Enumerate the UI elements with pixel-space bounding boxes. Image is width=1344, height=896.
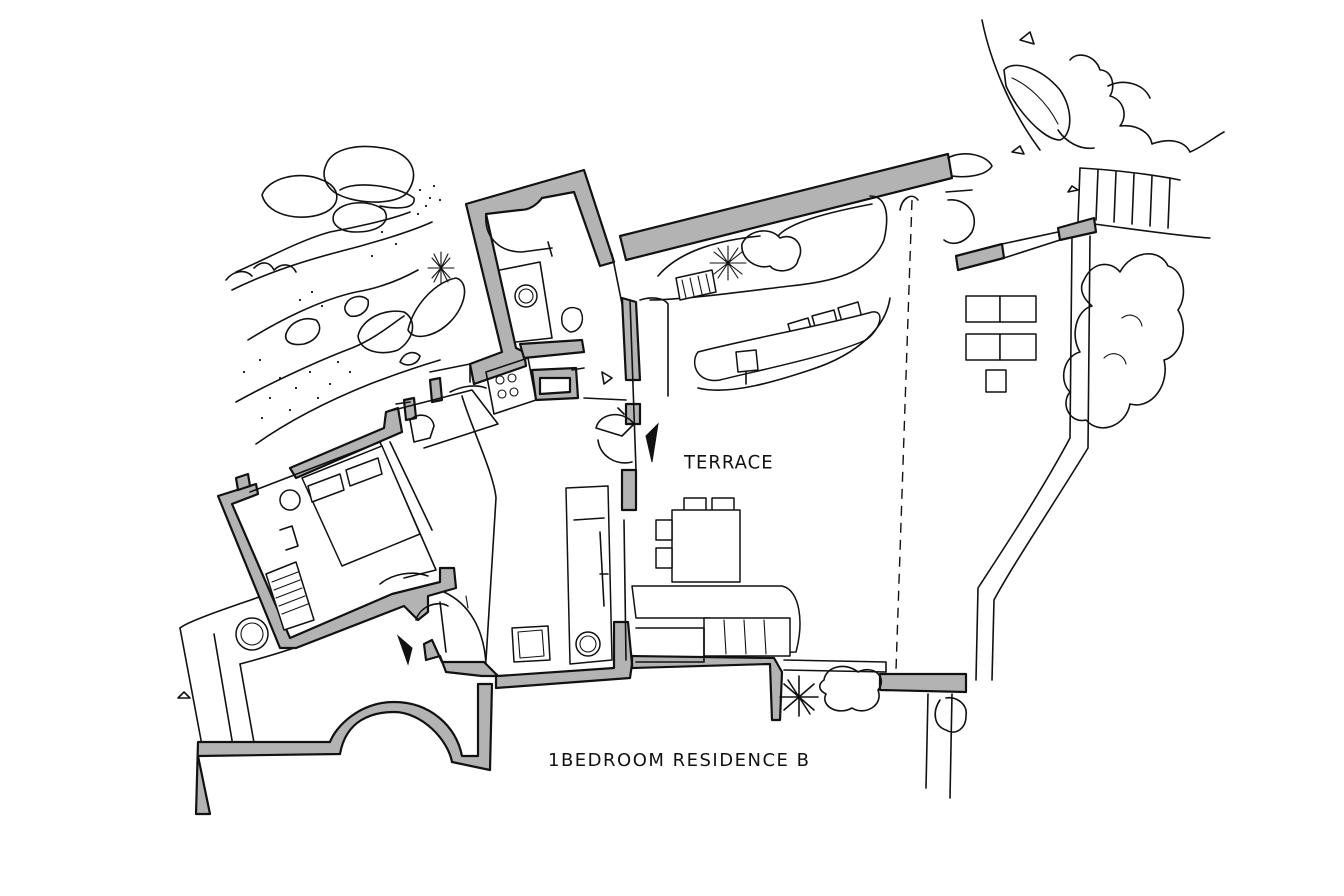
living-furniture	[511, 299, 637, 665]
entry-arrows	[396, 422, 659, 666]
landscape-left	[225, 145, 466, 445]
terrace-furniture	[611, 153, 1061, 717]
terrace-label: TERRACE	[684, 451, 774, 474]
terrace-entry-arrow-icon	[645, 422, 659, 463]
bedroom-furniture	[235, 363, 499, 665]
residence-entry-arrow-icon	[396, 634, 413, 666]
landscape-right	[934, 19, 1225, 733]
bathroom-fixtures	[485, 213, 627, 415]
residence-title: 1BEDROOM RESIDENCE B	[548, 750, 811, 771]
